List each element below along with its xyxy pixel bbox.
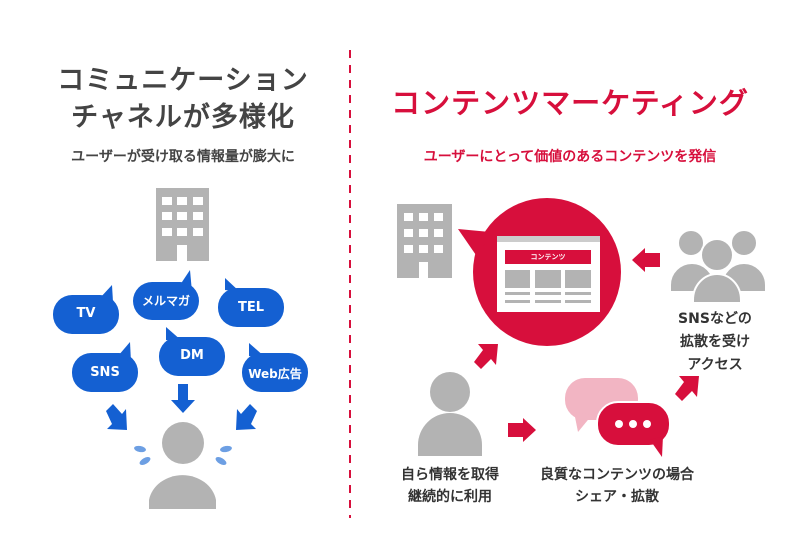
building-icon <box>397 204 452 278</box>
content-bubble <box>458 198 621 346</box>
bubble-tel <box>218 278 284 327</box>
arrow-right-icon <box>508 418 536 442</box>
sweat-drops-icon <box>134 445 232 465</box>
sns-label-line2: 拡散を受け <box>680 334 750 350</box>
arrow-down-right-icon <box>106 404 127 430</box>
user-label-line1: 自ら情報を取得 <box>401 467 499 483</box>
sns-label-line1: SNSなどの <box>678 311 752 327</box>
channel-label: SNS <box>90 365 120 380</box>
left-title-line1: コミュニケーション <box>57 65 309 96</box>
bubble-tv <box>53 285 119 334</box>
people-group-icon <box>669 229 767 304</box>
arrow-up-right-icon <box>675 376 699 401</box>
channel-label: TEL <box>237 300 265 315</box>
person-icon <box>149 422 216 509</box>
channel-label: メルマガ <box>141 294 191 308</box>
user-label-line2: 継続的に利用 <box>408 489 492 505</box>
person-icon <box>418 372 482 456</box>
channel-label: TV <box>76 306 96 321</box>
share-label-line2: シェア・拡散 <box>575 489 659 505</box>
left-subtitle: ユーザーが受け取る情報量が膨大に <box>71 149 295 165</box>
right-subtitle: ユーザーにとって価値のあるコンテンツを発信 <box>423 149 717 165</box>
channel-label: DM <box>180 348 204 363</box>
bubble-dm <box>159 327 225 376</box>
share-label-line1: 良質なコンテンツの場合 <box>540 467 694 483</box>
sns-label-line3: アクセス <box>687 357 743 373</box>
arrow-up-right-icon <box>474 344 498 369</box>
bubble-mailmag <box>133 270 199 320</box>
channel-label: Web広告 <box>248 367 302 381</box>
arrow-down-icon <box>171 384 195 413</box>
arrow-down-left-icon <box>236 404 257 430</box>
building-icon <box>156 188 209 261</box>
bubble-web <box>242 343 308 392</box>
content-label: コンテンツ <box>530 253 566 261</box>
chat-bubbles-icon <box>565 378 671 457</box>
arrow-left-icon <box>632 248 660 272</box>
right-title: コンテンツマーケティング <box>391 86 749 120</box>
bubble-sns <box>72 342 138 392</box>
left-title-line2: チャネルが多様化 <box>71 102 295 133</box>
